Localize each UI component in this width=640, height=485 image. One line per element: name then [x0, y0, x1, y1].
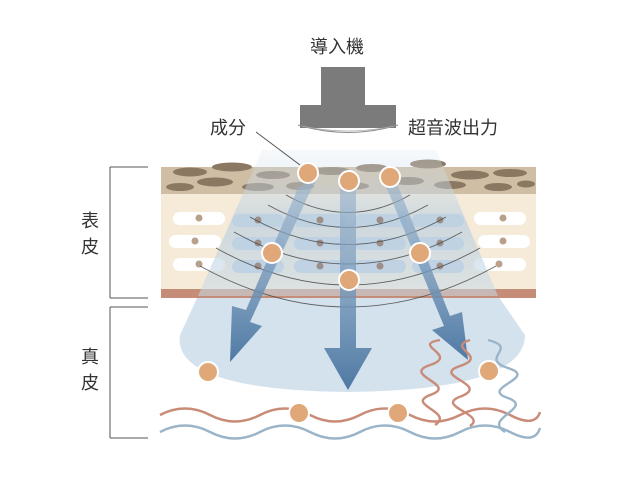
dermis-label-1: 真: [81, 347, 99, 368]
ultrasound-output-label: 超音波出力: [408, 118, 498, 139]
dermis-fibers: [159, 338, 542, 440]
ingredient-label: 成分: [210, 118, 246, 139]
ingredient-particles: [197, 162, 500, 424]
device-label: 導入機: [310, 37, 364, 58]
ingredient-leader-line: [255, 131, 301, 166]
ultrasound-device: [297, 67, 399, 133]
epidermis-label-2: 皮: [81, 237, 99, 258]
epidermis-label-1: 表: [81, 211, 99, 232]
epidermis-bracket: [109, 166, 148, 299]
dermis-label-2: 皮: [81, 373, 99, 394]
dermis-bracket: [109, 306, 148, 439]
